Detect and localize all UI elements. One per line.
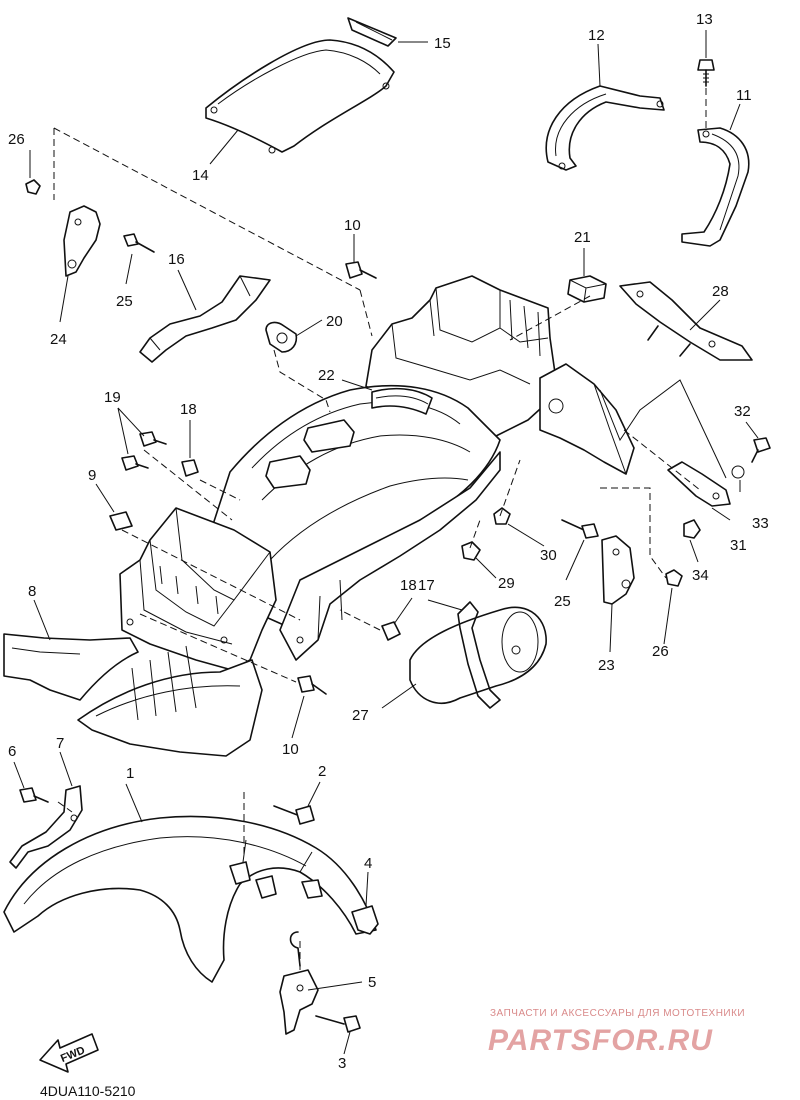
callout-4: 4 — [364, 855, 372, 872]
fwd-arrow-icon: FWD — [39, 1033, 99, 1073]
callout-10-upper: 10 — [344, 217, 361, 234]
callout-15: 15 — [434, 35, 451, 52]
part-28-tail-bracket — [619, 281, 753, 361]
callout-33: 33 — [752, 515, 769, 532]
part-25-screw-upper — [123, 233, 155, 253]
callout-10-lower: 10 — [282, 741, 299, 758]
part-1-front-fender — [3, 815, 377, 983]
rear-fender-assembly — [77, 275, 635, 757]
watermark-brand: PARTSFOR.RU — [488, 1024, 713, 1057]
part-33-washer — [731, 465, 745, 479]
part-20-clamp — [265, 321, 298, 353]
part-12-grab-handle — [545, 85, 665, 171]
callout-5: 5 — [368, 974, 376, 991]
part-6-bolt — [19, 787, 49, 803]
callout-22: 22 — [318, 367, 335, 384]
callout-1: 1 — [126, 765, 134, 782]
part-25-screw-lower — [561, 519, 599, 539]
part-24-side-bracket — [63, 205, 101, 277]
part-32-bolt — [751, 437, 771, 463]
callout-labels: 1 2 3 4 5 6 7 8 9 10 10 11 12 13 14 15 1… — [8, 11, 769, 1072]
part-10-bolt-lower — [297, 675, 327, 695]
callout-27: 27 — [352, 707, 369, 724]
part-18-rivet-lower — [381, 621, 401, 641]
part-26-nut-lower — [665, 569, 683, 587]
callout-16: 16 — [168, 251, 185, 268]
part-34-nut — [683, 519, 701, 539]
leader-lines — [13, 30, 759, 1055]
callout-7: 7 — [56, 735, 64, 752]
callout-32: 32 — [734, 403, 751, 420]
callout-6: 6 — [8, 743, 16, 760]
callout-21: 21 — [574, 229, 591, 246]
callout-28: 28 — [712, 283, 729, 300]
part-5-hose-guide — [279, 931, 319, 1035]
callout-20: 20 — [326, 313, 343, 330]
callout-25-lower: 25 — [554, 593, 571, 610]
callout-30: 30 — [540, 547, 557, 564]
callout-18-upper: 18 — [180, 401, 197, 418]
assembly-lines — [53, 88, 727, 970]
part-10-bolt-upper — [345, 261, 377, 279]
part-16-stay — [139, 275, 271, 363]
callout-17: 17 — [418, 577, 435, 594]
part-19-bolts — [121, 431, 167, 471]
callout-13: 13 — [696, 11, 713, 28]
callout-25-upper: 25 — [116, 293, 133, 310]
part-13-bolt — [697, 59, 715, 87]
callout-12: 12 — [588, 27, 605, 44]
part-7-bracket — [9, 785, 83, 869]
callout-11: 11 — [736, 87, 752, 104]
callout-18-lower: 18 — [400, 577, 417, 594]
part-8-mud-flap — [3, 633, 139, 701]
callout-14: 14 — [192, 167, 209, 184]
part-2-bolt — [273, 805, 315, 825]
part-30-washer — [493, 507, 511, 525]
part-14-tray — [205, 39, 395, 154]
part-15-strip — [347, 17, 397, 47]
callout-3: 3 — [338, 1055, 346, 1072]
part-17-strap — [457, 601, 501, 709]
callout-8: 8 — [28, 583, 36, 600]
watermark: ЗАПЧАСТИ И АКСЕССУАРЫ ДЛЯ МОТОТЕХНИКИ PA… — [488, 1008, 745, 1057]
callout-19: 19 — [104, 389, 121, 406]
part-3-bolt — [315, 1015, 361, 1033]
part-23-side-bracket — [601, 535, 635, 605]
part-31-bracket — [667, 461, 731, 507]
part-11-bracket-arm — [681, 127, 750, 247]
part-18-rivet-upper — [181, 459, 199, 477]
callout-23: 23 — [598, 657, 615, 674]
callout-29: 29 — [498, 575, 515, 592]
part-4-bolt — [351, 905, 379, 935]
callout-24: 24 — [50, 331, 67, 348]
callout-2: 2 — [318, 763, 326, 780]
callout-26-upper: 26 — [8, 131, 25, 148]
callout-9: 9 — [88, 467, 96, 484]
callout-34: 34 — [692, 567, 709, 584]
callout-26-lower: 26 — [652, 643, 669, 660]
watermark-caption: ЗАПЧАСТИ И АКСЕССУАРЫ ДЛЯ МОТОТЕХНИКИ — [490, 1008, 745, 1019]
drawing-code: 4DUA110-5210 — [40, 1083, 136, 1099]
callout-31: 31 — [730, 537, 747, 554]
part-26-nut-upper — [25, 179, 41, 195]
part-9-clip — [109, 511, 133, 531]
part-29-nut — [461, 541, 481, 561]
